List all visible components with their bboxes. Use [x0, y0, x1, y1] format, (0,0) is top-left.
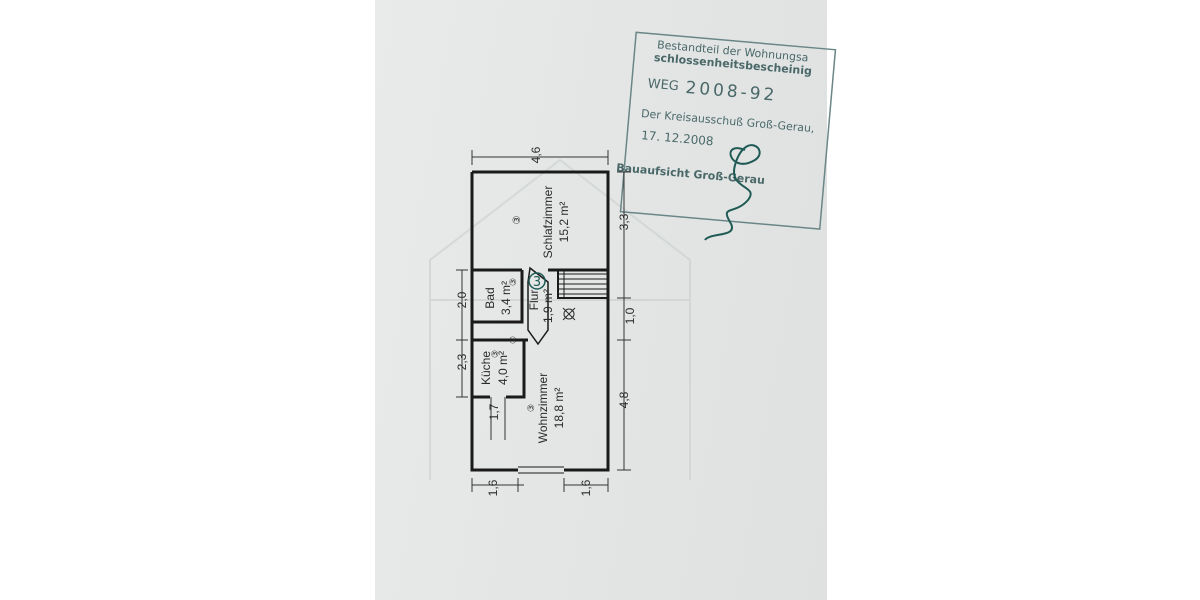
dim-bottom-left-label: 1,6	[486, 479, 500, 496]
bad-area: 3,4 m²	[499, 281, 513, 315]
stamp-weg-label: WEG	[647, 77, 679, 95]
approval-stamp: Bestandteil der Wohnungsa schlossenheits…	[616, 31, 837, 230]
schlafzimmer-area: 15,2 m²	[557, 202, 571, 243]
flur-name: Flur	[527, 290, 541, 311]
dim-right-upper-label: 3,3	[617, 213, 631, 230]
room-wohnzimmer: Wohnzimmer 18,8 m² ③	[526, 373, 566, 443]
stamp-frame	[619, 31, 837, 230]
dim-left-upper-label: 2,0	[455, 291, 469, 308]
stamp-weg-number: 2008-92	[685, 78, 778, 106]
bad-mark: ③	[508, 278, 518, 286]
dim-right-middle-label: 1,0	[623, 307, 637, 324]
signature-scribble	[704, 144, 761, 241]
kueche-name: Küche	[479, 351, 493, 385]
walls	[470, 170, 610, 474]
stairs	[558, 270, 608, 298]
kueche-area: 4,0 m²	[496, 351, 510, 385]
wohnzimmer-mark: ③	[526, 404, 536, 412]
fixture-symbol	[562, 307, 576, 321]
flur-area: 1,9 m²	[541, 289, 555, 323]
dim-bottom-right-label: 1,6	[579, 479, 593, 496]
wohnzimmer-name: Wohnzimmer	[536, 373, 550, 443]
room-flur: Flur 1,9 m² 3 ③	[508, 272, 555, 344]
room-schlafzimmer: Schlafzimmer 15,2 m² ③	[512, 186, 571, 259]
room-bad: Bad 3,4 m² ③	[483, 278, 518, 315]
schlafzimmer-mark: ③	[512, 215, 523, 224]
flur-handwritten-number: 3	[533, 275, 541, 290]
schlafzimmer-name: Schlafzimmer	[541, 186, 555, 259]
dimension-lines	[456, 150, 631, 492]
dim-top-label: 4,6	[529, 146, 543, 163]
dim-left-lower-label: 1,7	[487, 403, 501, 420]
stamp-date: 17. 12.2008	[641, 128, 714, 148]
bad-name: Bad	[483, 287, 497, 308]
wohnzimmer-area: 18,8 m²	[552, 388, 566, 429]
dim-left-middle-label: 2,3	[455, 353, 469, 370]
room-kueche: Küche 4,0 m² ③	[479, 350, 510, 385]
dim-right-lower-label: 4,8	[617, 391, 631, 408]
stamp-footer: Bauaufsicht Groß-Gerau	[616, 161, 766, 187]
flur-handwritten-circle	[528, 272, 546, 290]
kueche-mark: ③	[490, 350, 500, 358]
flur-mark: ③	[508, 336, 518, 344]
